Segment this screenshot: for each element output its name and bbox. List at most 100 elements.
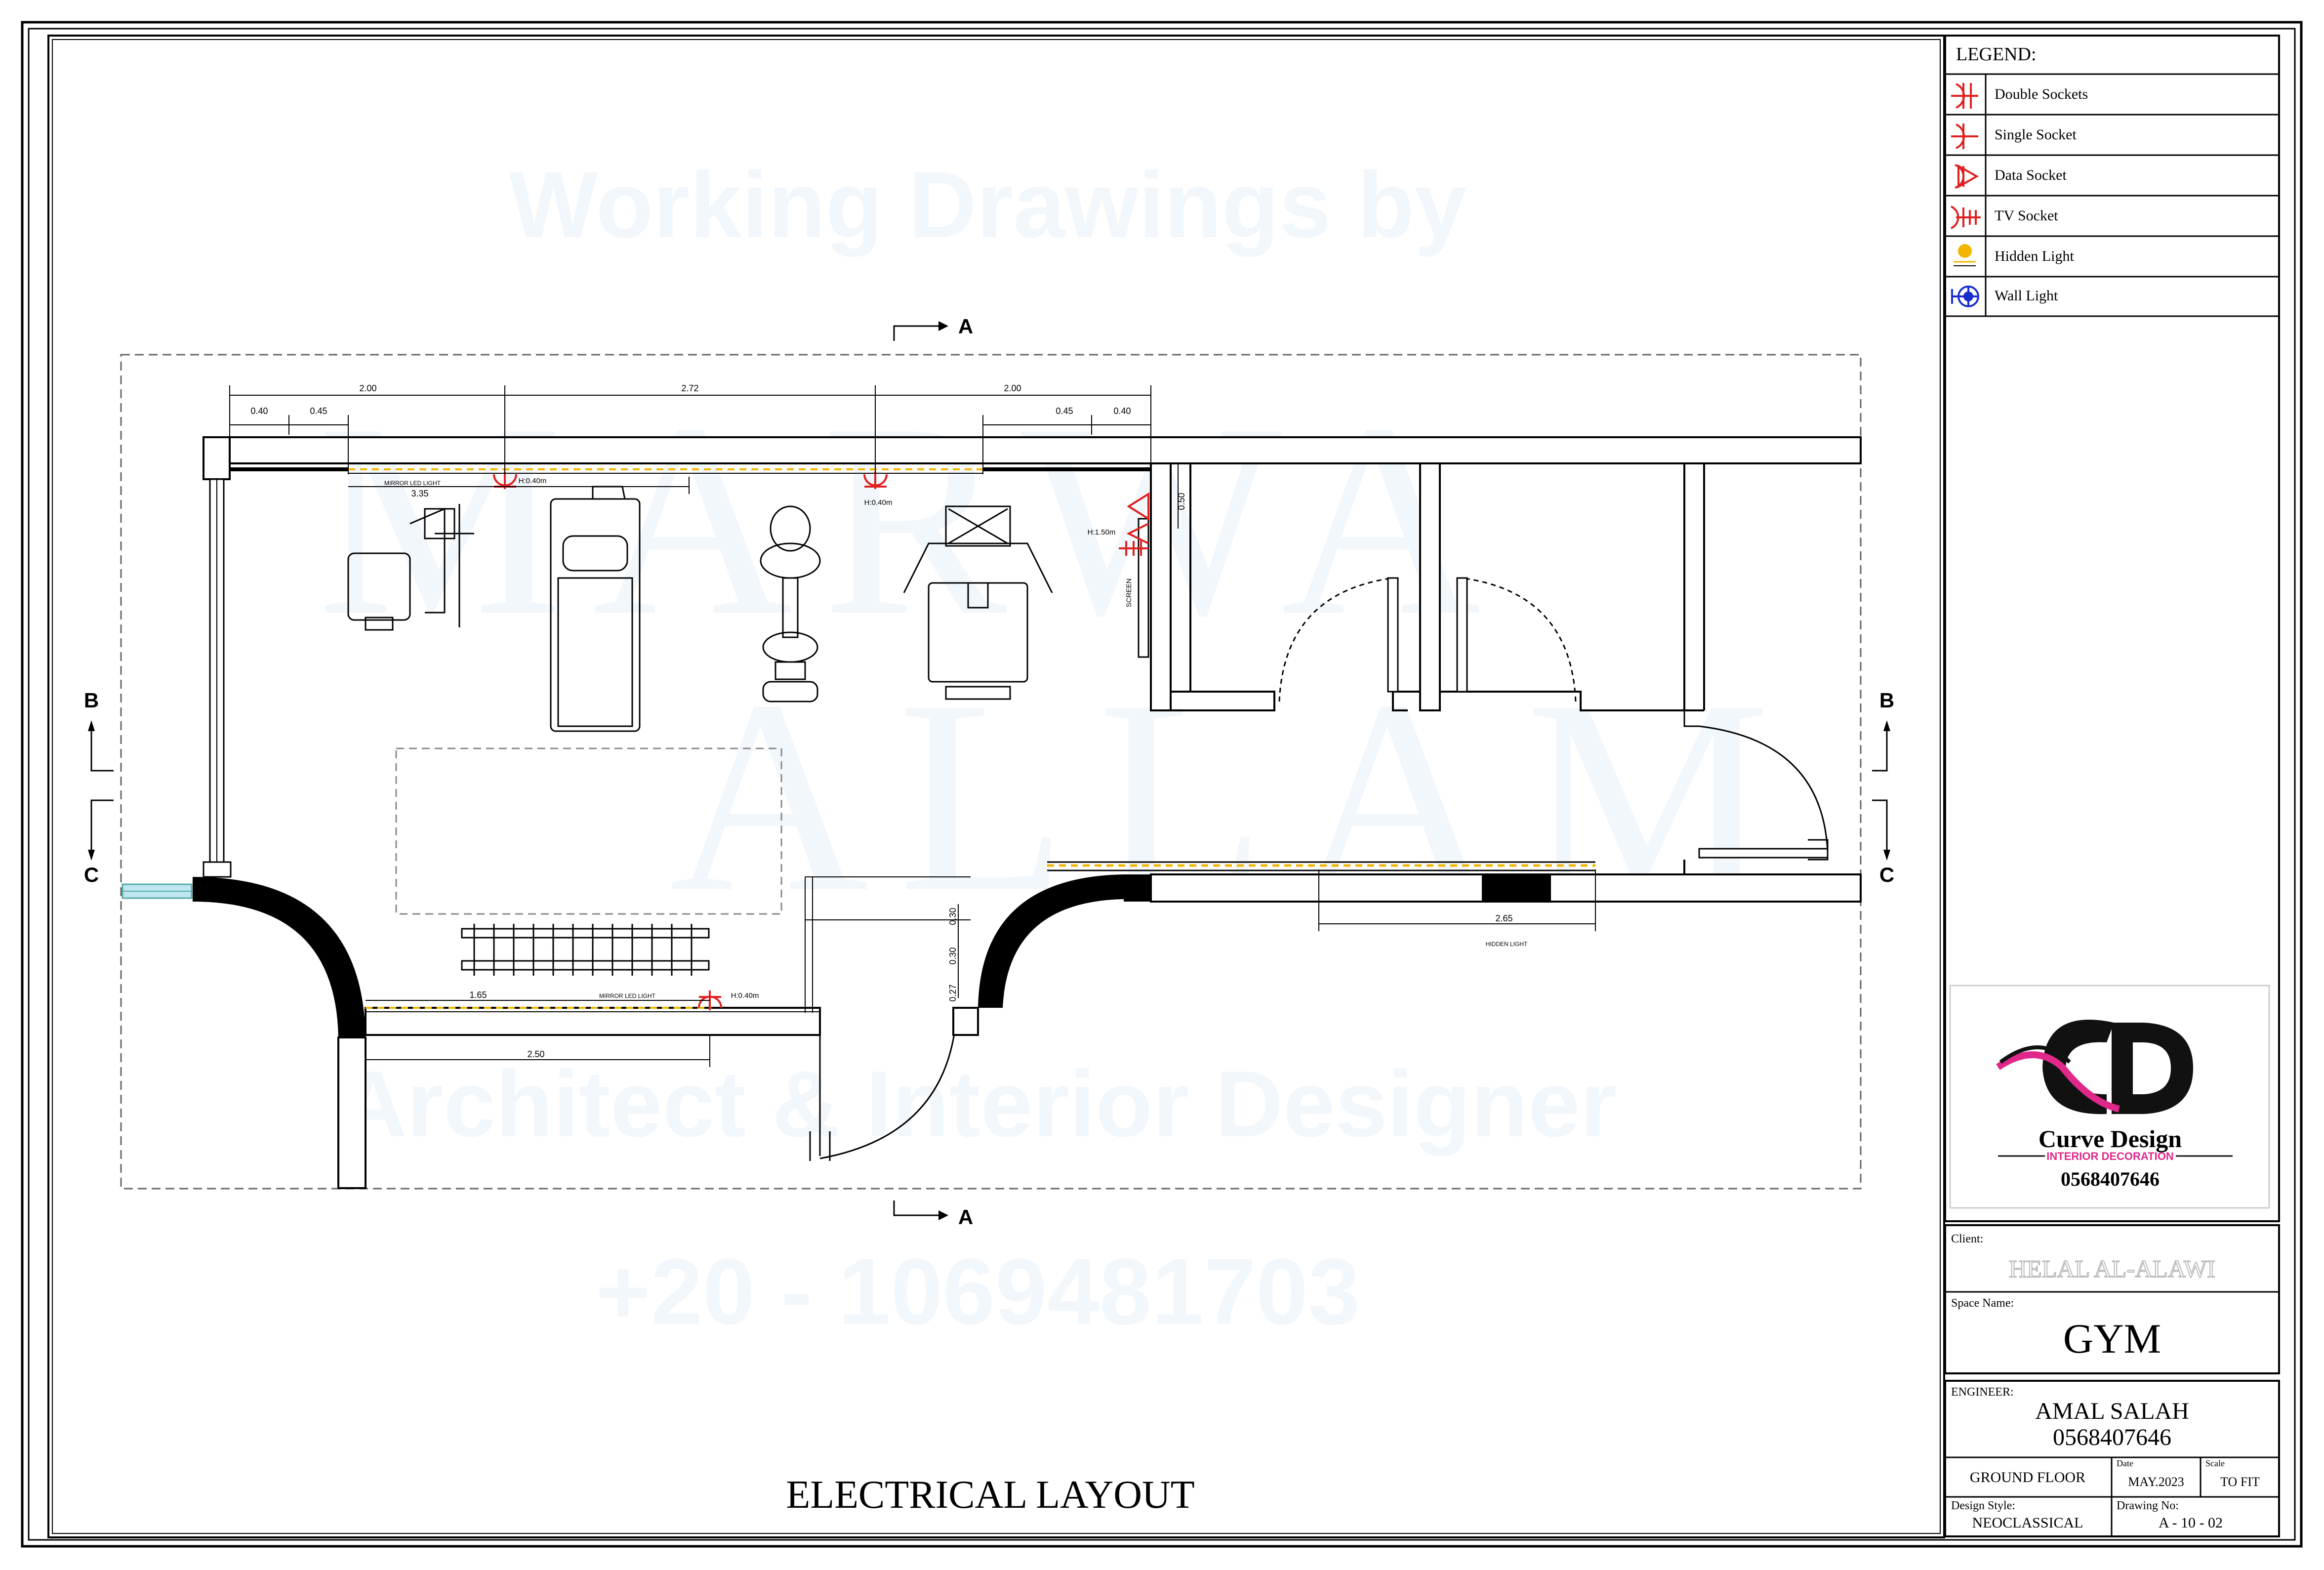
door-swing-3 [1699,725,1829,853]
space-name: GYM [2063,1316,2161,1362]
logo-phone: 0568407646 [2061,1168,2160,1190]
client-name: HELAL AL-ALAWI [2009,1255,2215,1282]
floor-zone [395,747,782,915]
hidden-light-label: HIDDEN LIGHT [1486,941,1528,948]
legend: LEGEND: [1944,35,2280,1222]
socket-height-2: H:0.40m [864,498,893,507]
style-label: Design Style: [1951,1499,2015,1512]
top-wall-corner [203,436,231,480]
door-swing-1 [1278,577,1393,702]
socket-height-1: H:0.40m [519,477,547,485]
date-label: Date [2117,1458,2133,1468]
hidden-light-icon [1954,244,1976,266]
legend-label-single: Single Socket [1995,126,2077,143]
dim-0-40-right: 0.40 [1113,406,1131,416]
single-socket-icon [1951,124,1978,149]
style-value: NEOCLASSICAL [1972,1515,2083,1531]
bathroom-1 [1171,462,1421,711]
dim-2-50: 2.50 [527,1049,544,1059]
dim-0-30b: 0.30 [948,947,958,964]
scale-label: Scale [2205,1458,2225,1468]
plan-boundary [120,354,1862,1190]
tv-height: H:1.50m [1088,528,1116,537]
dim-2-00-left: 2.00 [359,383,376,393]
tv-socket-icon [1951,206,1981,229]
curved-wall-right [978,874,1124,1008]
outer-border [21,21,2303,1548]
dim-2-65: 2.65 [1495,913,1512,923]
double-socket-icon [1951,83,1978,109]
logo-swoosh [1996,1051,2120,1113]
client-label: Client: [1951,1233,1983,1245]
watermark-line2: MARWA [317,367,1510,673]
legend-label-data: Data Socket [1995,167,2067,183]
dim-0-45-right: 0.45 [1056,406,1073,416]
drawing-frame-inner [52,39,1941,1534]
dim-0-40-left: 0.40 [250,406,268,416]
logo-d-mark [2112,1023,2193,1114]
logo-c-mark [2042,1020,2114,1115]
floor-plan: 0.40 0.45 2.00 2.72 2.00 0.45 0.40 MIRRO… [84,315,1894,1229]
legend-label-hidden: Hidden Light [1995,248,2074,264]
engineer-name: AMAL SALAH [2035,1398,2189,1424]
legend-label-double: Double Sockets [1995,86,2088,102]
bathroom-2 [1440,462,1685,711]
dim-2-72: 2.72 [681,383,698,393]
section-c-right: C [1879,863,1894,886]
dimension-top [229,385,1151,494]
wall-0-50: 0.50 [1177,493,1186,510]
legend-title: LEGEND: [1956,44,2037,65]
watermark-line5: +20 - 1069481703 [596,1239,1360,1344]
logo-brand: Curve Design [2039,1125,2182,1153]
data-socket-icon [1955,164,1979,189]
legend-label-tv: TV Socket [1995,207,2058,224]
equipment-dumbbell-rack [461,924,710,976]
dim-0-27: 0.27 [948,984,958,1001]
door-swing-bottom [819,1022,957,1159]
equipment-treadmill [550,486,641,732]
curved-wall-left [193,877,366,1037]
section-c-left: C [84,863,99,886]
section-a-bottom: A [958,1205,973,1229]
bottom-wall-left [365,1007,821,1036]
socket-height-3: H:0.40m [731,992,759,1000]
single-socket-icon [863,472,888,489]
equipment-exercise-bike [760,505,821,702]
dim-0-45-left: 0.45 [310,406,327,416]
wall-light-icon [1951,286,1979,307]
mirror-top-len: 3.35 [411,489,428,498]
screen-label: SCREEN [1125,578,1133,607]
legend-label-wall: Wall Light [1995,288,2058,304]
dim-1-65: 1.65 [469,990,487,1000]
space-label: Space Name: [1951,1297,2014,1310]
watermark-line4: Architect & Interior Designer [339,1052,1617,1157]
room-wall-1 [1150,462,1172,711]
mirror-top-label: MIRROR LED LIGHT [384,480,441,487]
outer-border-inner [28,28,2296,1541]
title-block: Client: HELAL AL-ALAWI Space Name: GYM E… [1944,1224,2280,1537]
equipment-bench-press [347,504,474,631]
section-a-top: A [958,315,973,338]
section-b-right: B [1879,689,1894,712]
date-value: MAY.2023 [2128,1475,2184,1489]
company-logo: Curve Design INTERIOR DECORATION 0568407… [1949,985,2270,1209]
section-b-left: B [84,689,99,712]
dim-0-30a: 0.30 [948,908,958,925]
scale-value: TO FIT [2220,1475,2260,1489]
logo-tagline: INTERIOR DECORATION [2046,1150,2173,1162]
watermark-line3: ALLAM [669,643,1801,950]
equipment-cable-machine [903,505,1053,700]
watermark-line1: Working Drawings by [509,153,1467,257]
engineer-phone: 0568407646 [2053,1424,2171,1450]
door-swing-2 [1462,577,1577,702]
watermark: Working Drawings by MARWA ALLAM Architec… [317,153,1801,1344]
drawing-title: ELECTRICAL LAYOUT [786,1473,1194,1517]
mirror-bottom-label: MIRROR LED LIGHT [599,992,656,999]
floor-name: GROUND FLOOR [1970,1469,2085,1486]
engineer-label: ENGINEER: [1951,1386,2014,1399]
drawing-no-value: A - 10 - 02 [2159,1515,2223,1531]
top-wall [203,436,1862,464]
tv-socket-icon [1119,492,1149,556]
drawing-no-label: Drawing No: [2117,1499,2179,1512]
